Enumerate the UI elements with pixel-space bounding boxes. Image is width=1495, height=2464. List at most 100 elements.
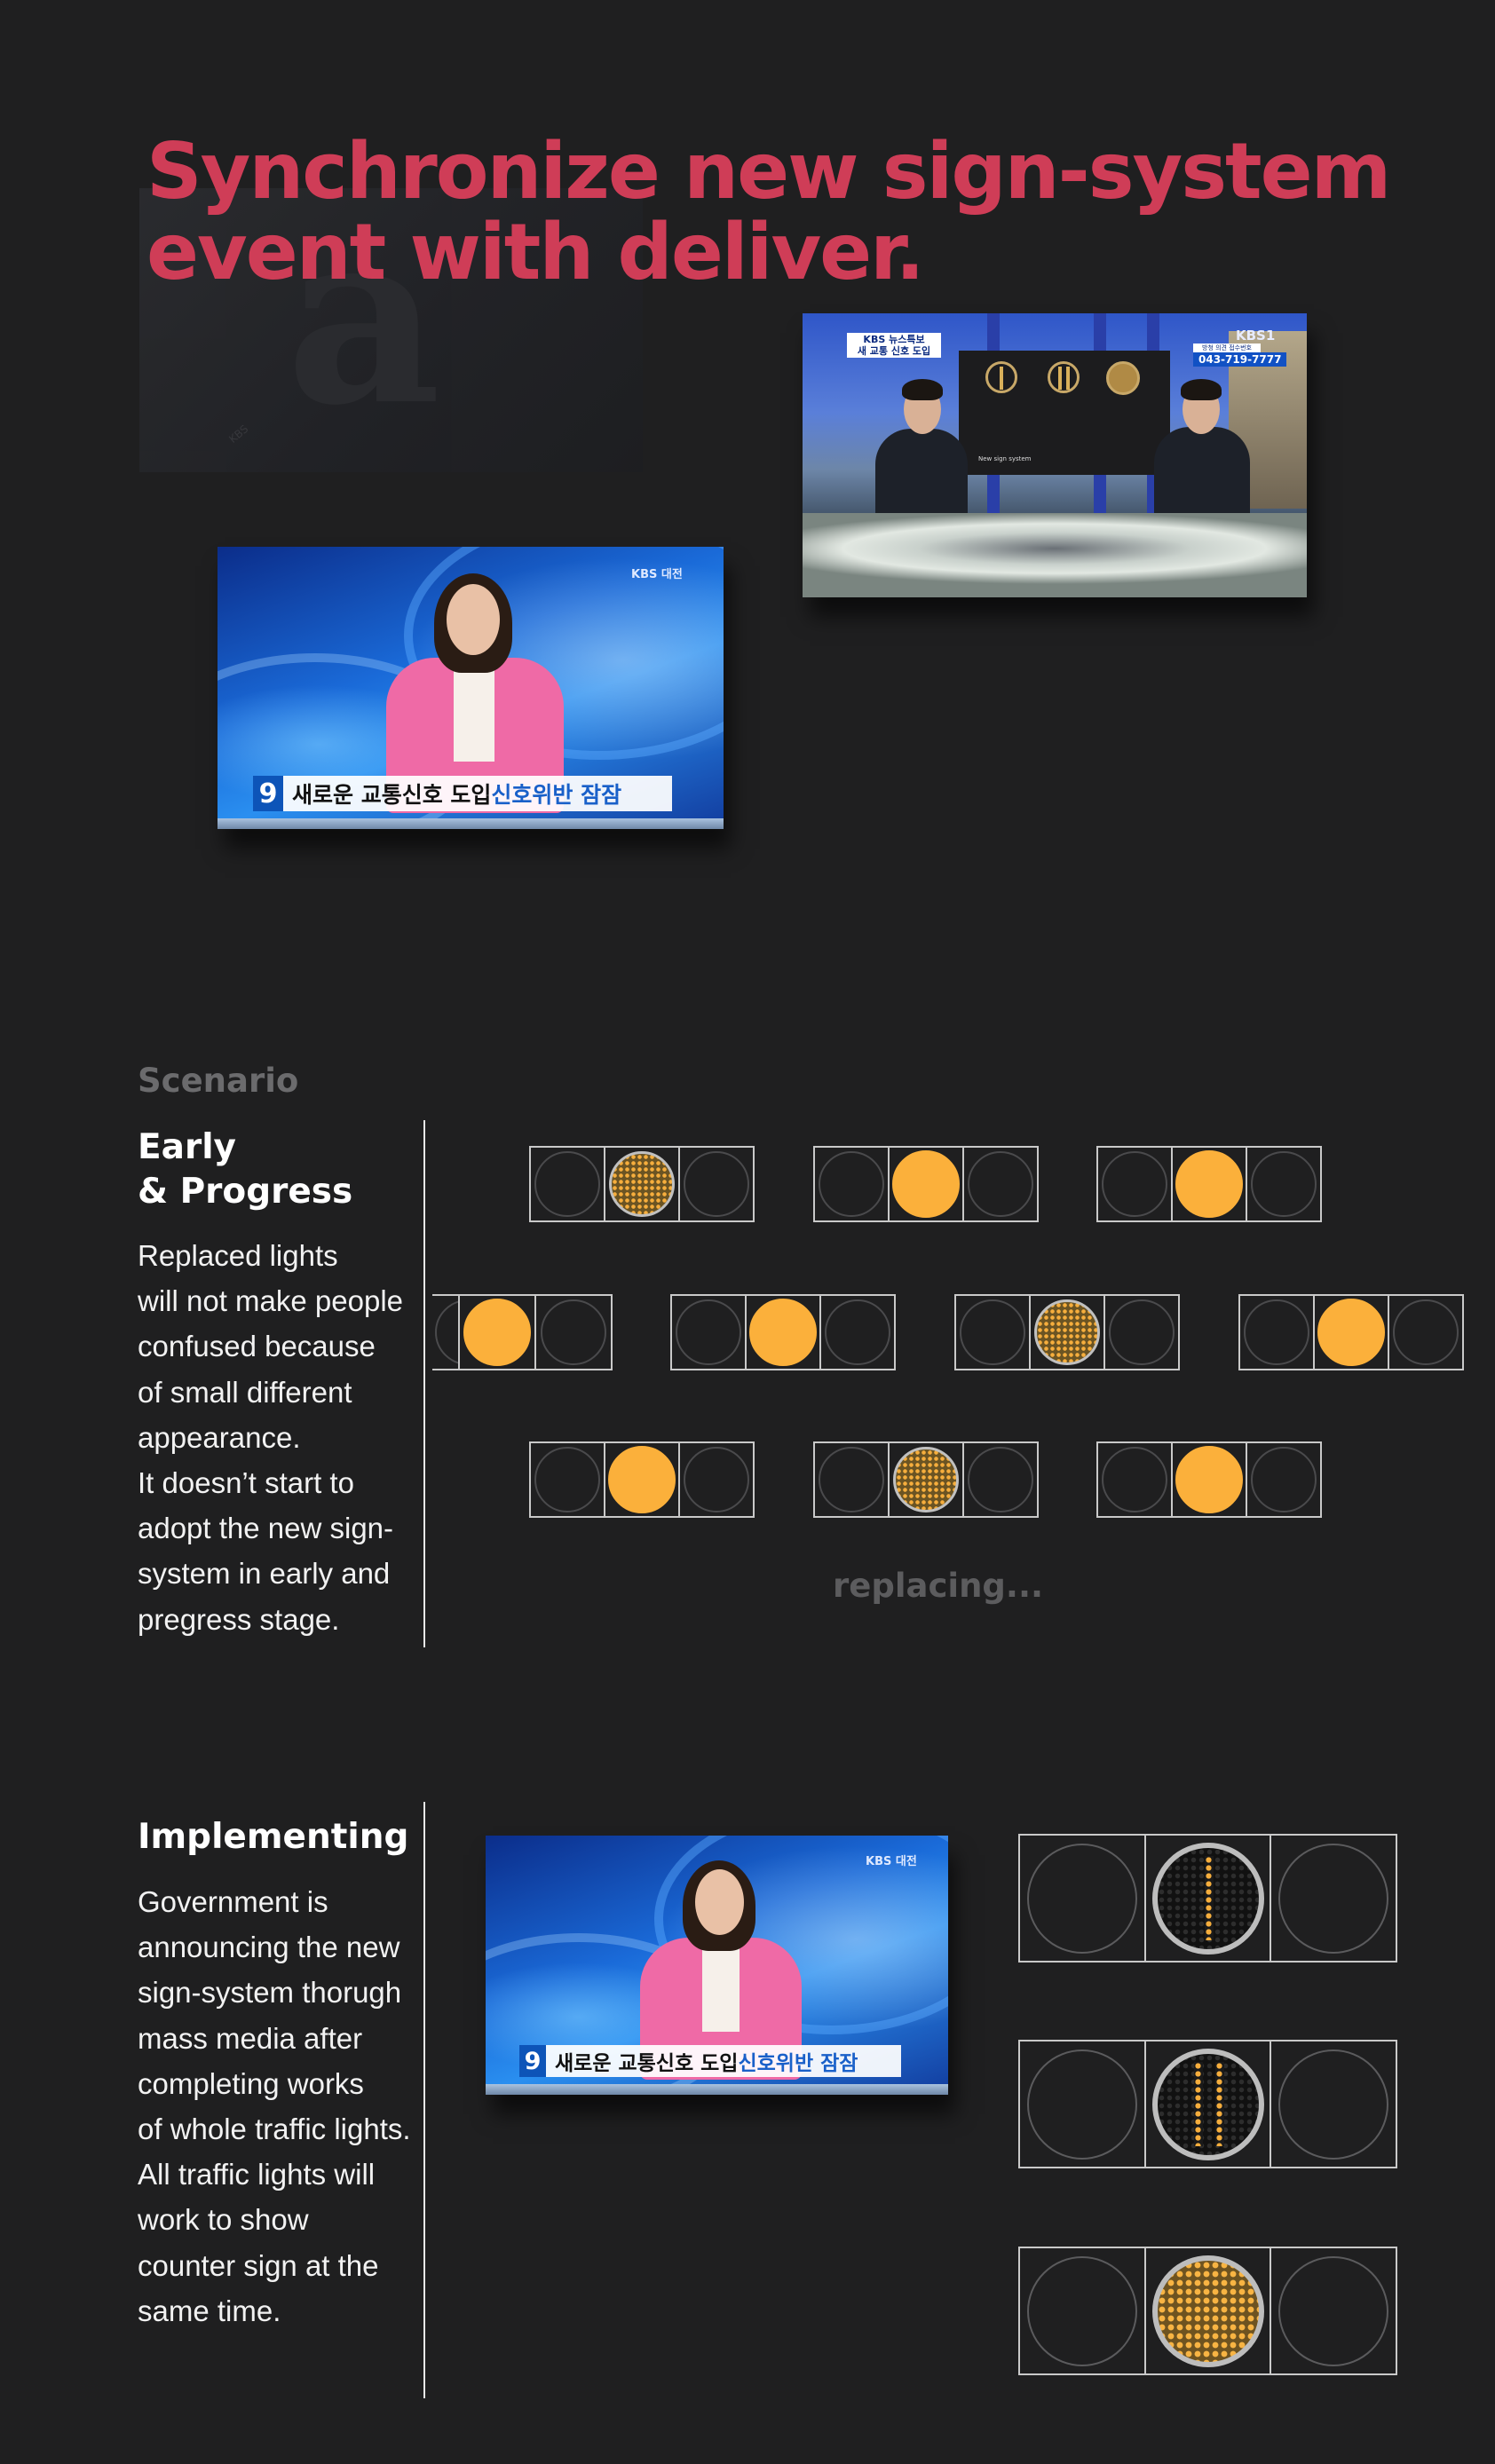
lamp-cell [1029,1296,1103,1369]
lamp-cell [1020,2041,1144,2167]
lamp-cell [1171,1148,1246,1220]
lamp-cell [1270,1836,1396,1961]
ghost-text: KBS [226,423,251,446]
ghost-backdrop: a KBS [139,188,643,472]
lamp-cell [458,1296,534,1369]
lamp-cell [745,1296,819,1369]
lamp-cell [1388,1296,1462,1369]
body-line: sign-system thorugh [138,1976,402,2010]
body-line: It doesn’t start to [138,1466,354,1500]
lamp-cell [1171,1443,1246,1516]
ghost-letter: a [286,176,441,458]
lamp-off [534,1447,600,1512]
implementing-body: Government is announcing the new sign-sy… [138,1879,411,2334]
lamp-cell [1103,1296,1178,1369]
body-line: system in early and [138,1557,391,1591]
lamp-dotted [893,1447,959,1512]
lamp-off [1026,2255,1137,2366]
studio-channel-logo: KBS1 [1236,328,1276,344]
anchor-broadcast-image-top: KBS 대전 9 새로운 교통신호 도입신호위반 잠잠 [218,547,724,829]
lamp-solid [463,1299,532,1366]
traffic-light-large [1018,2247,1397,2375]
early-title-line-1: Early [138,1127,236,1167]
lamp-cell [1020,1836,1144,1961]
body-line: mass media after [138,2021,363,2055]
lamp-off [1109,1299,1175,1365]
lamp-bar [1214,2061,1224,2147]
body-line: work to show [138,2203,309,2237]
anchor-shirt [454,664,494,762]
lamp-cell [819,1296,894,1369]
lamp-solid [749,1299,817,1366]
lamp-off [534,1151,600,1217]
body-line: counter sign at the [138,2248,379,2282]
lamp-off [1251,1447,1317,1512]
traffic-light [670,1294,896,1370]
traffic-light [1238,1294,1464,1370]
lamp-cell [531,1148,604,1220]
studio-tag: KBS 뉴스특보 새 교통 신호 도입 [847,333,941,358]
traffic-light [529,1441,755,1518]
implementing-title: Implementing [138,1817,409,1857]
studio-broadcast-image: New sign system KBS 뉴스특보 새 교통 신호 도입 KBS1… [803,313,1307,597]
page-title: Synchronize new sign-system event with d… [146,131,1391,293]
body-line: Government is [138,1885,328,1918]
lamp-solid [1317,1299,1385,1366]
station-logo: KBS 대전 [631,568,683,581]
headline-part-b: 신호위반 잠잠 [491,782,622,808]
body-line: Replaced lights [138,1239,338,1272]
lamp-off [1278,2049,1389,2160]
lamp-cell [1270,2041,1396,2167]
lamp-cell [1246,1148,1320,1220]
traffic-light [1096,1441,1322,1518]
lamp-solid [1175,1446,1243,1513]
traffic-light [529,1146,755,1222]
traffic-light-cropped [432,1294,613,1370]
lamp-cell [1098,1148,1171,1220]
lamp-cell [888,1148,962,1220]
lamp-off [968,1447,1033,1512]
lamp-off [1102,1151,1167,1217]
lower-third-number: 9 [253,776,283,811]
traffic-light [954,1294,1180,1370]
lamp-cell [1313,1296,1388,1369]
lamp-off [684,1151,749,1217]
lamp-cell [1143,2248,1270,2373]
anchor-face [447,584,500,655]
lamp-cell [1098,1443,1171,1516]
anchor-face [695,1869,744,1935]
lamp-solid [1175,1150,1243,1218]
lamp-off [541,1299,607,1365]
screen-lamp [1106,361,1140,395]
studio-desk [803,513,1307,597]
news-swoosh [404,547,724,760]
traffic-light [813,1146,1039,1222]
lamp-off [825,1299,890,1365]
lamp-off [1102,1447,1167,1512]
section-divider [423,1802,425,2398]
body-line: will not make people [138,1284,403,1318]
lamp-cell [888,1443,962,1516]
frame-bottom-band [486,2084,948,2095]
lamp-off [676,1299,741,1365]
traffic-light-large [1018,1834,1397,1963]
section-divider [423,1120,425,1647]
lamp-cell [956,1296,1029,1369]
frame-bottom-band [218,818,724,829]
lamp-cell [672,1296,745,1369]
early-progress-body: Replaced lights will not make people con… [138,1233,403,1642]
lamp-off [968,1151,1033,1217]
lamp-off [819,1447,884,1512]
lamp-cell [962,1443,1037,1516]
body-line: appearance. [138,1420,301,1454]
body-line: pregress stage. [138,1602,340,1636]
lamp-cell [1270,2248,1396,2373]
lamp-cell [1240,1296,1313,1369]
body-line: same time. [138,2294,281,2327]
lamp-off [1026,1843,1137,1954]
studio-tag-line-2: 새 교통 신호 도입 [857,345,931,357]
lamp-solid [608,1446,676,1513]
early-title-line-2: & Progress [138,1172,353,1212]
lamp-dotted [1034,1299,1100,1365]
lamp-two-bars [1151,2048,1264,2160]
